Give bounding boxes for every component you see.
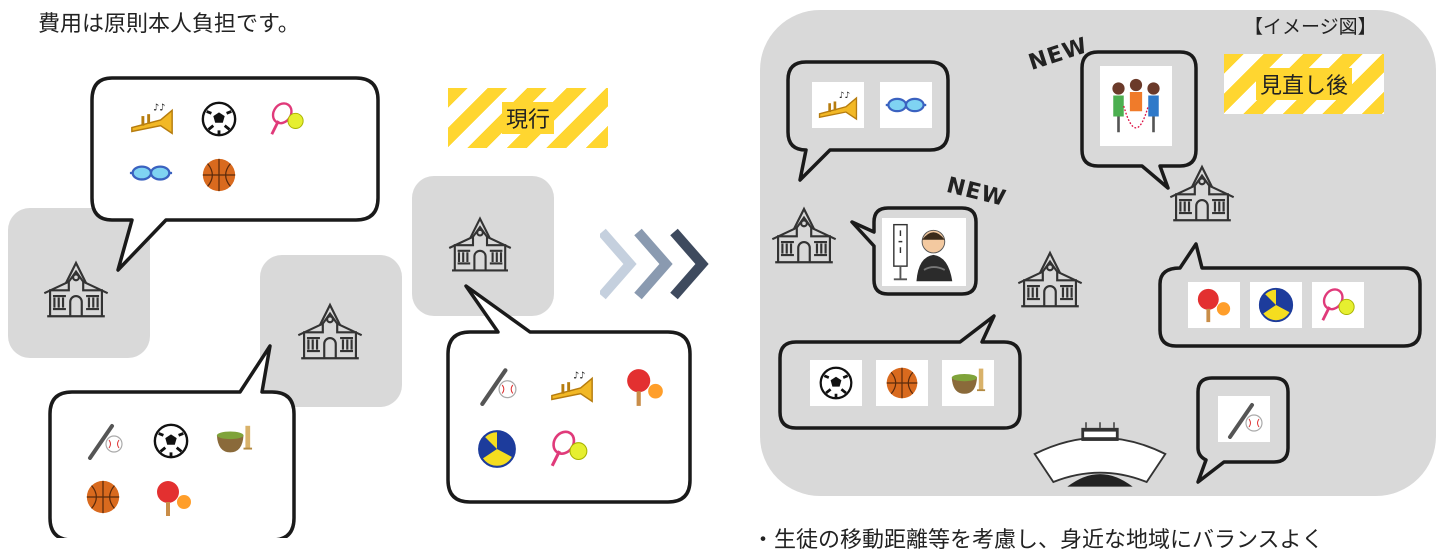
icon-chip (882, 218, 966, 286)
icon-chip (1100, 66, 1172, 146)
icon-chip (812, 82, 864, 128)
icon-chip (942, 360, 994, 406)
caption-top: 費用は原則本人負担です。 (38, 12, 300, 37)
basketball-icon (884, 365, 920, 401)
baseball-icon (1224, 399, 1264, 439)
school-icon (1162, 154, 1242, 226)
jump-rope-icon (1101, 70, 1171, 142)
stadium-icon (1030, 414, 1170, 494)
label-image: 【イメージ図】 (1244, 16, 1377, 38)
trumpet-icon (816, 87, 860, 123)
icon-chip (1250, 282, 1302, 328)
tennis-racket-icon (1319, 286, 1357, 324)
caption-bottom: ・生徒の移動距離等を考慮し、身近な地域にバランスよく (752, 528, 1324, 553)
school-panel (260, 255, 402, 407)
table-tennis-icon (1195, 286, 1233, 324)
tea-bowl-icon (949, 365, 987, 401)
label-after-text: 見直し後 (1255, 68, 1352, 100)
school-panel (8, 208, 150, 358)
label-current: 現行 (448, 88, 608, 148)
volleyball-icon (1257, 286, 1295, 324)
chevron-right-icon (600, 228, 709, 300)
icon-chip (810, 360, 862, 406)
icon-chip (876, 360, 928, 406)
icon-chip (880, 82, 932, 128)
school-icon (764, 196, 844, 268)
swim-goggles-icon (884, 94, 928, 116)
icon-chip (1218, 396, 1270, 442)
label-current-text: 現行 (501, 102, 554, 134)
soccer-ball-icon (818, 365, 854, 401)
label-after: 見直し後 (1224, 54, 1384, 114)
icon-chip (1188, 282, 1240, 328)
rakugo-icon (884, 219, 964, 285)
icon-chip (1312, 282, 1364, 328)
speech-bubbles-right (778, 50, 1422, 484)
school-panel (412, 176, 554, 316)
school-icon (1010, 240, 1090, 312)
